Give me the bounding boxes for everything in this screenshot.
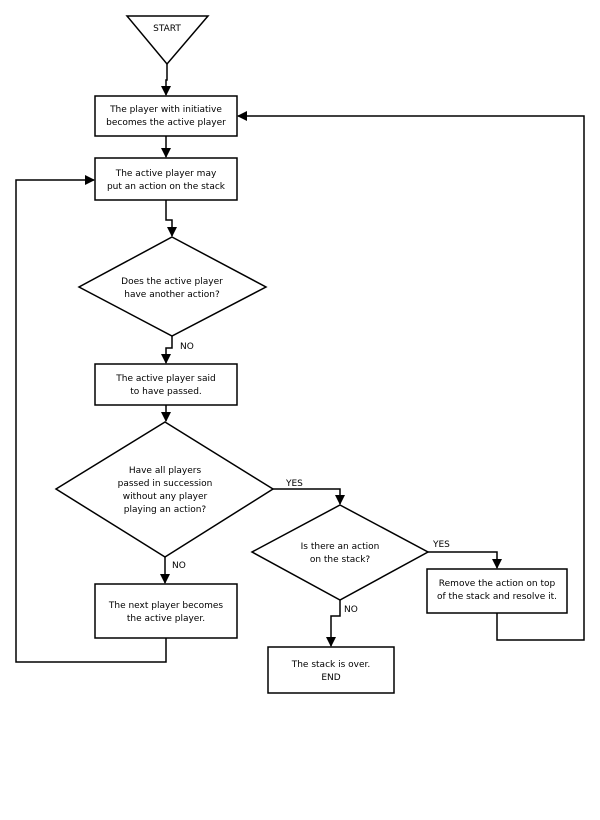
resolve-box — [426, 568, 568, 614]
may-act-box — [94, 157, 238, 201]
is-action-line-1: Is there an action — [301, 542, 380, 552]
next-player-box — [94, 583, 238, 639]
another-action-line-1: Does the active player — [121, 277, 223, 287]
edge-another-no — [161, 336, 173, 364]
next-player-line-2: the active player. — [127, 614, 205, 624]
all-passed-decision — [54, 421, 275, 558]
initiative-line-2: becomes the active player — [106, 118, 226, 128]
all-passed-line-4: playing an action? — [124, 505, 207, 515]
edge-label-is-action-no: NO — [344, 605, 358, 615]
end-line-2: END — [321, 673, 340, 683]
may-act-line-1: The active player may — [115, 169, 217, 179]
edge-start-to-initiative — [161, 64, 171, 96]
edge-resolve-loop — [237, 111, 585, 641]
is-action-decision — [250, 504, 430, 601]
end-box — [267, 646, 395, 694]
resolve-line-1: Remove the action on top — [439, 579, 556, 589]
initiative-box — [94, 95, 238, 137]
start-terminal — [125, 15, 210, 66]
passed-box — [94, 363, 238, 406]
edge-label-all-passed-yes: YES — [285, 479, 303, 489]
edge-label-another-no: NO — [180, 342, 194, 352]
next-player-line-1: The next player becomes — [108, 601, 224, 611]
all-passed-line-1: Have all players — [129, 466, 202, 476]
may-act-line-2: put an action on the stack — [107, 182, 226, 192]
start-label: START — [153, 24, 181, 34]
all-passed-line-3: without any player — [123, 492, 208, 502]
edge-may-act-to-another — [165, 200, 177, 237]
passed-line-2: to have passed. — [130, 387, 202, 397]
edge-label-is-action-yes: YES — [432, 540, 450, 550]
edge-next-player-loop — [15, 175, 167, 663]
another-action-line-2: have another action? — [124, 290, 220, 300]
edge-label-all-passed-no: NO — [172, 561, 186, 571]
passed-line-1: The active player said — [115, 374, 215, 384]
edge-all-passed-yes — [273, 488, 345, 505]
all-passed-line-2: passed in succession — [118, 479, 213, 489]
is-action-line-2: on the stack? — [310, 555, 371, 565]
initiative-line-1: The player with initiative — [109, 105, 222, 115]
edge-is-action-yes — [428, 551, 502, 569]
end-line-1: The stack is over. — [291, 660, 371, 670]
edge-is-action-no — [326, 600, 341, 647]
resolve-line-2: of the stack and resolve it. — [437, 592, 557, 602]
